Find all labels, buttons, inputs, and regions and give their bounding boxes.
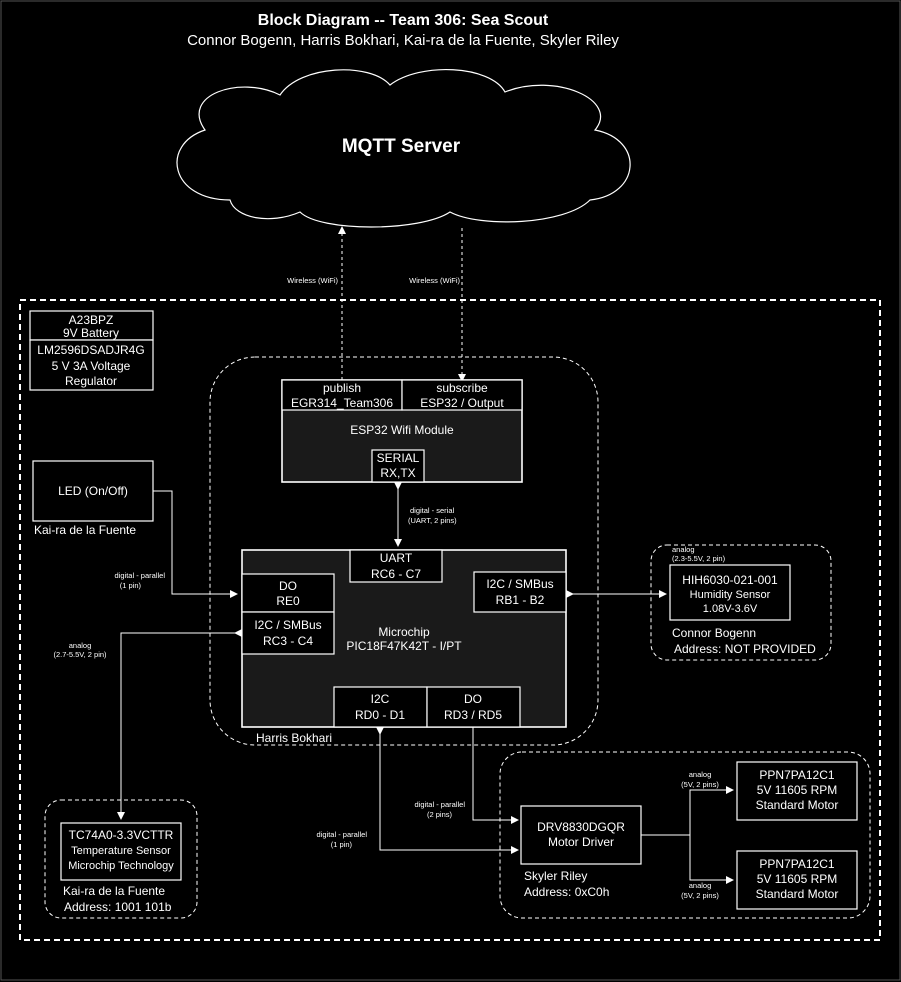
motor-2-box xyxy=(736,850,858,910)
driver-address: Address: 0xC0h xyxy=(524,885,609,899)
battery-part: A23BPZ xyxy=(69,313,114,327)
temp-link xyxy=(117,629,242,820)
motor-1-link-1: analog xyxy=(689,770,712,779)
subscribe-label: subscribe xyxy=(436,381,488,395)
temp-maker: Microchip Technology xyxy=(68,860,174,872)
humidity-group xyxy=(650,544,832,661)
temp-address: Address: 1001 101b xyxy=(64,900,172,914)
motor-1-link-2: (5V, 2 pins) xyxy=(681,780,719,789)
mcu-uart-port xyxy=(349,549,443,583)
led-link xyxy=(153,490,238,598)
humidity-volt: 1.08V-3.6V xyxy=(703,603,758,615)
motor-2-spec: 5V 11605 RPM xyxy=(757,872,838,886)
temp-owner: Kai-ra de la Fuente xyxy=(63,884,165,898)
temp-link-1: analog xyxy=(69,641,92,650)
mcu-i2c-right-1: I2C / SMBus xyxy=(486,577,553,591)
led-owner: Kai-ra de la Fuente xyxy=(34,523,136,537)
humidity-address: Address: NOT PROVIDED xyxy=(674,642,816,656)
motor-2-desc: Standard Motor xyxy=(756,887,839,901)
serial-label-1: SERIAL xyxy=(377,451,420,465)
temp-sensor-box xyxy=(60,822,182,881)
led-link-label-1: digital - parallel xyxy=(115,571,166,580)
driver-owner: Skyler Riley xyxy=(524,869,587,883)
temp-group xyxy=(44,799,198,919)
temp-part: TC74A0-3.3VCTTR xyxy=(69,828,174,842)
driver-do-link-2: (2 pins) xyxy=(427,810,453,819)
mcu-do-bottom-port xyxy=(426,686,521,728)
motor-1-spec: 5V 11605 RPM xyxy=(757,783,838,797)
motor-1-part: PPN7PA12C1 xyxy=(759,768,834,782)
mcu-do-port xyxy=(241,573,335,613)
driver-part: DRV8830DGQR xyxy=(537,820,625,834)
mcu-i2c-right-2: RB1 - B2 xyxy=(496,593,545,607)
esp32-subscribe-box xyxy=(401,379,523,411)
mcu-uart-1: UART xyxy=(380,551,413,565)
mcu-name-1: Microchip xyxy=(378,625,430,639)
mcu-name-2: PIC18F47K42T - I/PT xyxy=(346,639,462,653)
humidity-link-1: analog xyxy=(672,545,695,554)
diagram-authors: Connor Bogenn, Harris Bokhari, Kai-ra de… xyxy=(187,32,619,49)
driver-i2c-link-2: (1 pin) xyxy=(331,840,353,849)
motor-2-part: PPN7PA12C1 xyxy=(759,857,834,871)
motor-1-desc: Standard Motor xyxy=(756,798,839,812)
esp32-serial-box xyxy=(371,449,425,483)
harris-group xyxy=(209,356,599,746)
mcu-i2c-bottom-port xyxy=(333,686,428,728)
regulator-box xyxy=(29,339,154,391)
mqtt-server-label: MQTT Server xyxy=(342,136,461,157)
led-link-label-2: (1 pin) xyxy=(120,581,142,590)
publish-topic: EGR314_Team306 xyxy=(291,396,393,410)
regulator-part: LM2596DSADJR4G xyxy=(37,343,144,357)
temp-link-2: (2.7-5.5V, 2 pin) xyxy=(53,650,107,659)
subscribe-topic: ESP32 / Output xyxy=(420,396,504,410)
driver-i2c-link-1: digital - parallel xyxy=(317,830,368,839)
publish-label: publish xyxy=(323,381,361,395)
mcu-i2c-right-port xyxy=(473,571,567,613)
mcu-i2c-bottom-2: RD0 - D1 xyxy=(355,708,405,722)
led-label: LED (On/Off) xyxy=(58,484,128,498)
driver-do-link-1: digital - parallel xyxy=(415,800,466,809)
serial-link-label-2: (UART, 2 pins) xyxy=(408,516,457,525)
driver-desc: Motor Driver xyxy=(548,835,614,849)
humidity-desc: Humidity Sensor xyxy=(690,589,771,601)
motor-2-link-1: analog xyxy=(689,881,712,890)
mcu-i2c-left-port xyxy=(241,611,335,655)
esp32-publish-box xyxy=(281,379,403,411)
motor-2-link-2: (5V, 2 pins) xyxy=(681,891,719,900)
humidity-part: HIH6030-021-001 xyxy=(682,573,778,587)
mcu-do-bottom-1: DO xyxy=(464,692,482,706)
motor-1-link xyxy=(689,786,734,835)
battery-desc: 9V Battery xyxy=(63,326,119,340)
humidity-link-2: (2.3-5.5V, 2 pin) xyxy=(672,554,726,563)
esp32-name: ESP32 Wifi Module xyxy=(350,423,454,437)
regulator-desc-2: Regulator xyxy=(65,374,117,388)
temp-desc: Temperature Sensor xyxy=(71,845,171,857)
motor-driver-box xyxy=(520,805,642,865)
motor-2-link xyxy=(689,835,734,884)
mcu-owner: Harris Bokhari xyxy=(256,731,332,745)
regulator-desc-1: 5 V 3A Voltage xyxy=(52,359,131,373)
mqtt-cloud xyxy=(176,69,631,228)
humidity-owner: Connor Bogenn xyxy=(672,626,756,640)
serial-link-label-1: digital - serial xyxy=(410,506,455,515)
wireless-left-label: Wireless (WiFi) xyxy=(287,276,338,285)
motor-1-box xyxy=(736,761,858,821)
humidity-sensor-box xyxy=(669,564,791,621)
driver-i2c-link xyxy=(376,727,519,854)
mcu-uart-2: RC6 - C7 xyxy=(371,567,421,581)
board-boundary xyxy=(19,299,881,941)
mcu-i2c-left-1: I2C / SMBus xyxy=(254,618,321,632)
serial-label-2: RX,TX xyxy=(380,466,415,480)
wireless-right-label: Wireless (WiFi) xyxy=(409,276,460,285)
driver-do-link xyxy=(472,727,519,824)
mcu-do-1: DO xyxy=(279,579,297,593)
diagram-title: Block Diagram -- Team 306: Sea Scout xyxy=(258,12,549,29)
mcu-i2c-left-2: RC3 - C4 xyxy=(263,634,313,648)
mcu-i2c-bottom-1: I2C xyxy=(371,692,390,706)
mcu-do-2: RE0 xyxy=(276,594,300,608)
mcu-do-bottom-2: RD3 / RD5 xyxy=(444,708,502,722)
